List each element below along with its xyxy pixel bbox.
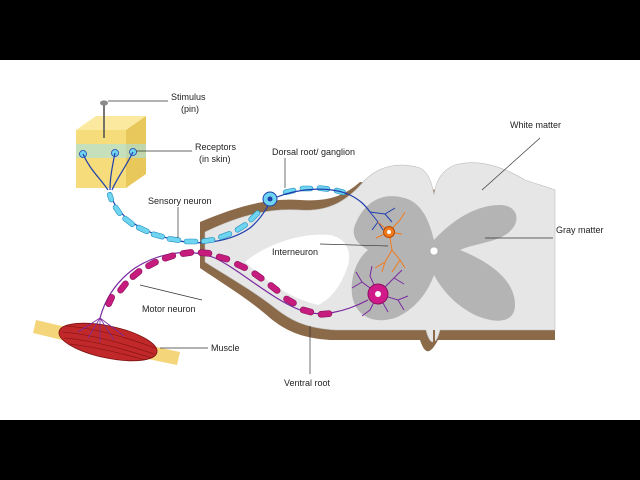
sensory-neuron [106, 185, 396, 245]
leader-lines [108, 100, 553, 374]
white-matter-label: White matter [510, 120, 561, 130]
stimulus-sub-label: (pin) [181, 104, 199, 114]
dorsal-root-label: Dorsal root/ ganglion [272, 147, 355, 157]
receptors-sub-label: (in skin) [199, 154, 231, 164]
motor-neuron-label: Motor neuron [142, 304, 196, 314]
interneuron-label: Interneuron [272, 247, 318, 257]
muscle [33, 317, 180, 365]
interneuron [374, 211, 406, 273]
pin-icon [100, 100, 108, 138]
root-gap [245, 234, 350, 305]
receptors [79, 148, 137, 158]
motor-endplates [77, 317, 125, 342]
motor-soma-group [351, 265, 409, 317]
ventral-root-label: Ventral root [284, 378, 331, 388]
central-canal [429, 246, 439, 256]
sensory-neuron-label: Sensory neuron [148, 196, 212, 206]
motor-neuron [99, 249, 369, 319]
stimulus-label: Stimulus [171, 92, 206, 102]
gray-matter-label: Gray matter [556, 225, 604, 235]
receptor-fibers [82, 151, 134, 191]
receptors-label: Receptors [195, 142, 237, 152]
muscle-label: Muscle [211, 343, 240, 353]
